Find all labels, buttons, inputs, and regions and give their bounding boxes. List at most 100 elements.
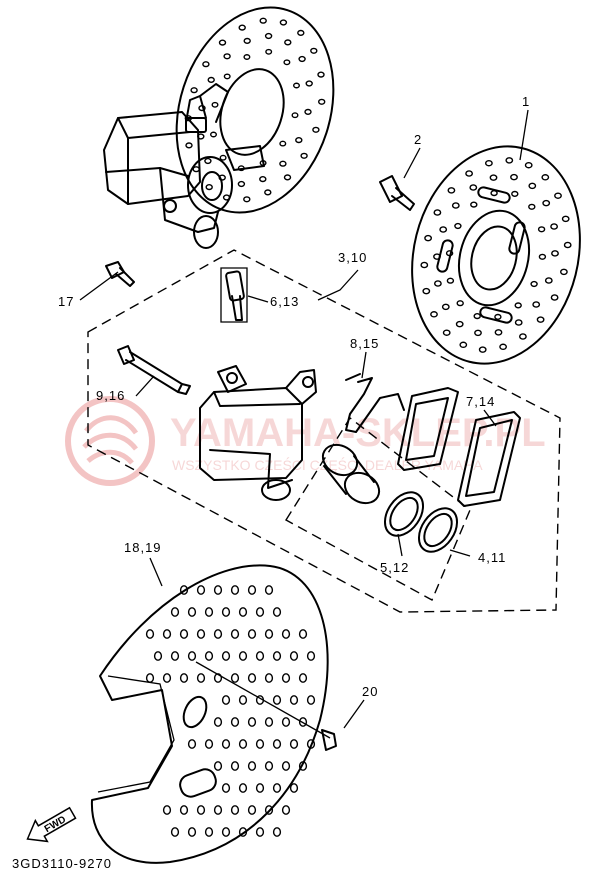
- vent-hole: [207, 76, 215, 84]
- vent-hole: [255, 783, 265, 793]
- vent-hole: [561, 215, 570, 223]
- vent-hole: [205, 184, 213, 191]
- vent-hole: [289, 783, 299, 793]
- vent-hole: [238, 783, 248, 793]
- vent-hole: [279, 160, 287, 167]
- vent-hole: [272, 827, 282, 837]
- vent-hole: [196, 805, 206, 815]
- vent-hole: [145, 629, 155, 639]
- vent-hole: [304, 108, 312, 116]
- vent-hole: [297, 29, 305, 37]
- callout-17: 17: [58, 294, 74, 309]
- vent-hole: [291, 112, 299, 119]
- vent-hole: [459, 341, 468, 349]
- vent-hole: [306, 695, 316, 705]
- vent-hole: [541, 174, 550, 181]
- vent-hole: [238, 695, 248, 705]
- part-8-15-pad-spring: [345, 373, 405, 433]
- vent-hole: [170, 827, 180, 837]
- vent-hole: [238, 827, 248, 837]
- vent-hole: [305, 80, 313, 87]
- vent-hole: [264, 629, 274, 639]
- vent-hole: [264, 673, 274, 683]
- vent-hole: [446, 277, 455, 284]
- vent-hole: [145, 673, 155, 683]
- vent-hole: [185, 142, 193, 149]
- callout-20: 20: [362, 684, 378, 699]
- vent-hole: [153, 651, 163, 661]
- vent-hole: [162, 673, 172, 683]
- vent-hole: [289, 651, 299, 661]
- vent-hole: [259, 176, 267, 183]
- vent-hole: [179, 673, 189, 683]
- vent-hole: [204, 157, 212, 165]
- vent-hole: [179, 629, 189, 639]
- vent-hole: [179, 585, 189, 595]
- vent-hole: [265, 48, 273, 55]
- vent-hole: [279, 140, 287, 147]
- vent-hole: [237, 180, 246, 188]
- vent-hole: [221, 739, 231, 749]
- vent-hole: [230, 673, 240, 683]
- vent-hole: [230, 805, 240, 815]
- assembly-group-outline: [87, 249, 561, 613]
- vent-hole: [219, 154, 227, 161]
- vent-hole: [247, 761, 257, 771]
- vent-hole: [255, 827, 265, 837]
- part-1-brake-disc: [411, 145, 581, 365]
- vent-hole: [238, 24, 246, 31]
- vent-hole: [218, 39, 227, 46]
- vent-hole: [281, 805, 291, 815]
- vent-hole: [213, 585, 223, 595]
- vent-hole: [187, 739, 197, 749]
- vent-hole: [192, 166, 200, 173]
- vent-hole: [213, 805, 223, 815]
- vent-hole: [505, 157, 514, 164]
- vent-hole: [255, 739, 265, 749]
- vent-hole: [295, 137, 303, 144]
- vent-hole: [272, 695, 282, 705]
- vent-hole: [470, 201, 478, 208]
- callout-labels: 1 2 3,10 17 6,13 8,15 9,16 7,14 18,19 5,…: [58, 94, 530, 699]
- vent-hole: [162, 805, 172, 815]
- vent-hole: [221, 651, 231, 661]
- vent-hole: [264, 585, 274, 595]
- vent-hole: [279, 19, 288, 26]
- vent-hole: [272, 607, 282, 617]
- leader-lines: [79, 109, 529, 729]
- vent-hole: [281, 629, 291, 639]
- callout-1: 1: [522, 94, 530, 109]
- piston: [321, 443, 381, 505]
- vent-hole: [243, 196, 251, 203]
- vent-hole: [551, 250, 559, 257]
- vent-hole: [524, 161, 533, 169]
- vent-hole: [528, 182, 537, 190]
- vent-hole: [454, 222, 462, 230]
- vent-hole: [489, 174, 498, 181]
- vent-hole: [221, 607, 231, 617]
- vent-hole: [511, 190, 519, 198]
- vent-hole: [439, 226, 448, 233]
- vent-hole: [451, 202, 460, 209]
- vent-hole: [283, 174, 292, 181]
- vent-hole: [238, 739, 248, 749]
- part-2-bolt: [379, 175, 415, 211]
- caliper-body: [199, 365, 317, 501]
- vent-hole: [255, 651, 265, 661]
- fwd-arrow-icon: FWD: [26, 806, 77, 843]
- vent-hole: [272, 739, 282, 749]
- vent-hole: [230, 585, 240, 595]
- vent-hole: [424, 234, 432, 242]
- vent-hole: [420, 261, 429, 269]
- vent-hole: [190, 87, 198, 94]
- vent-hole: [298, 761, 308, 771]
- vent-hole: [264, 32, 273, 40]
- vent-hole: [243, 54, 251, 60]
- vent-hole: [298, 673, 308, 683]
- vent-hole: [238, 651, 248, 661]
- vent-hole: [465, 170, 473, 177]
- vent-hole: [289, 695, 299, 705]
- vent-hole: [484, 159, 493, 167]
- watermark: YAMAHA-SKLEP.PL WSZYSTKO CZEŚCI CZĘŚCI D…: [65, 396, 546, 486]
- vent-hole: [204, 739, 214, 749]
